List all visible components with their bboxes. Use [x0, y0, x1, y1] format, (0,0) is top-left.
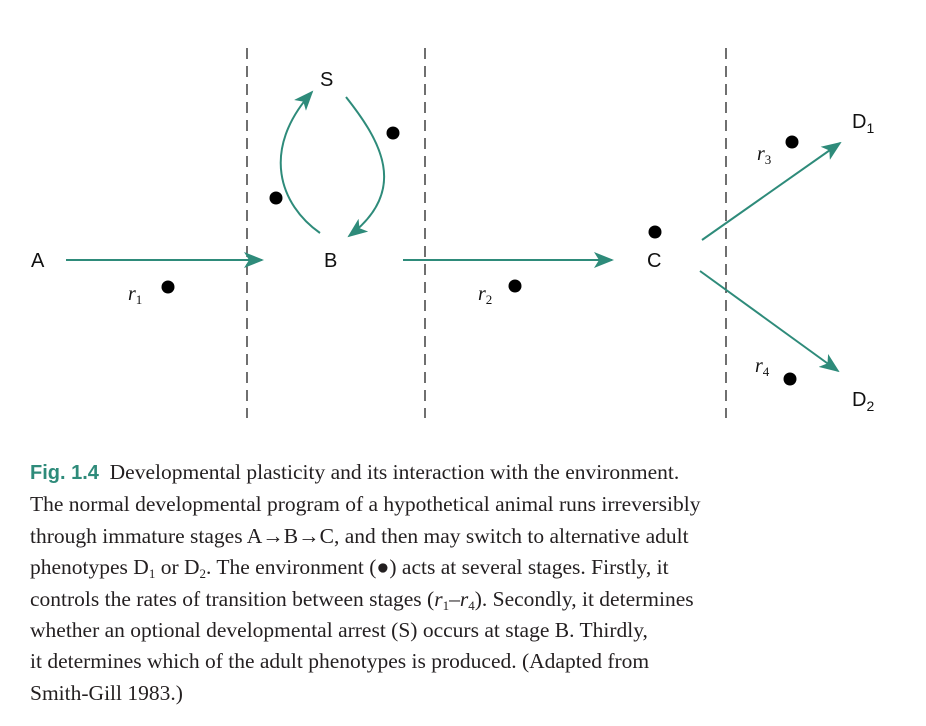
rate-r2: r2 — [478, 283, 492, 307]
arrow-c-to-d2 — [699, 270, 840, 373]
caption-line-1: Fig. 1.4 Developmental plasticity and it… — [30, 460, 680, 484]
environment-dot-r3 — [785, 135, 799, 149]
environment-dot-r1 — [161, 280, 175, 294]
node-d1: D1 — [852, 111, 874, 136]
caption-line-5: controls the rates of transition between… — [30, 586, 694, 613]
environment-dot-s-to-b — [386, 126, 400, 140]
arrow-c-to-d1 — [701, 141, 842, 241]
environment-dot-r4 — [783, 372, 797, 386]
environment-dot-c — [648, 225, 662, 239]
node-c: C — [647, 250, 661, 272]
environment-dot-r2 — [508, 279, 522, 293]
node-d2: D2 — [852, 389, 874, 414]
rate-r1: r1 — [128, 283, 142, 307]
developmental-plasticity-diagram: A B S C D1 D2 r1 r2 r3 r4 — [31, 48, 874, 418]
caption-line-7: it determines which of the adult phenoty… — [30, 649, 650, 674]
arrow-s-to-b — [345, 96, 386, 238]
caption-line-4: phenotypes D1 or D2. The environment (●)… — [30, 555, 669, 582]
caption-line-3: through immature stages A→B→C, and then … — [30, 523, 689, 548]
arrow-b-to-s — [279, 90, 321, 234]
caption-line-8: Smith-Gill 1983.) — [30, 680, 183, 705]
figure-caption: Fig. 1.4 Developmental plasticity and it… — [30, 457, 910, 709]
environment-dot-b-to-s — [269, 191, 283, 205]
caption-line-6: whether an optional developmental arrest… — [30, 618, 648, 643]
caption-line-2: The normal developmental program of a hy… — [30, 492, 701, 517]
rate-r4: r4 — [755, 355, 770, 379]
node-s: S — [320, 69, 333, 91]
node-b: B — [324, 250, 337, 272]
figure-label: Fig. 1.4 — [30, 462, 99, 484]
node-a: A — [31, 250, 45, 272]
rate-r3: r3 — [757, 143, 771, 167]
